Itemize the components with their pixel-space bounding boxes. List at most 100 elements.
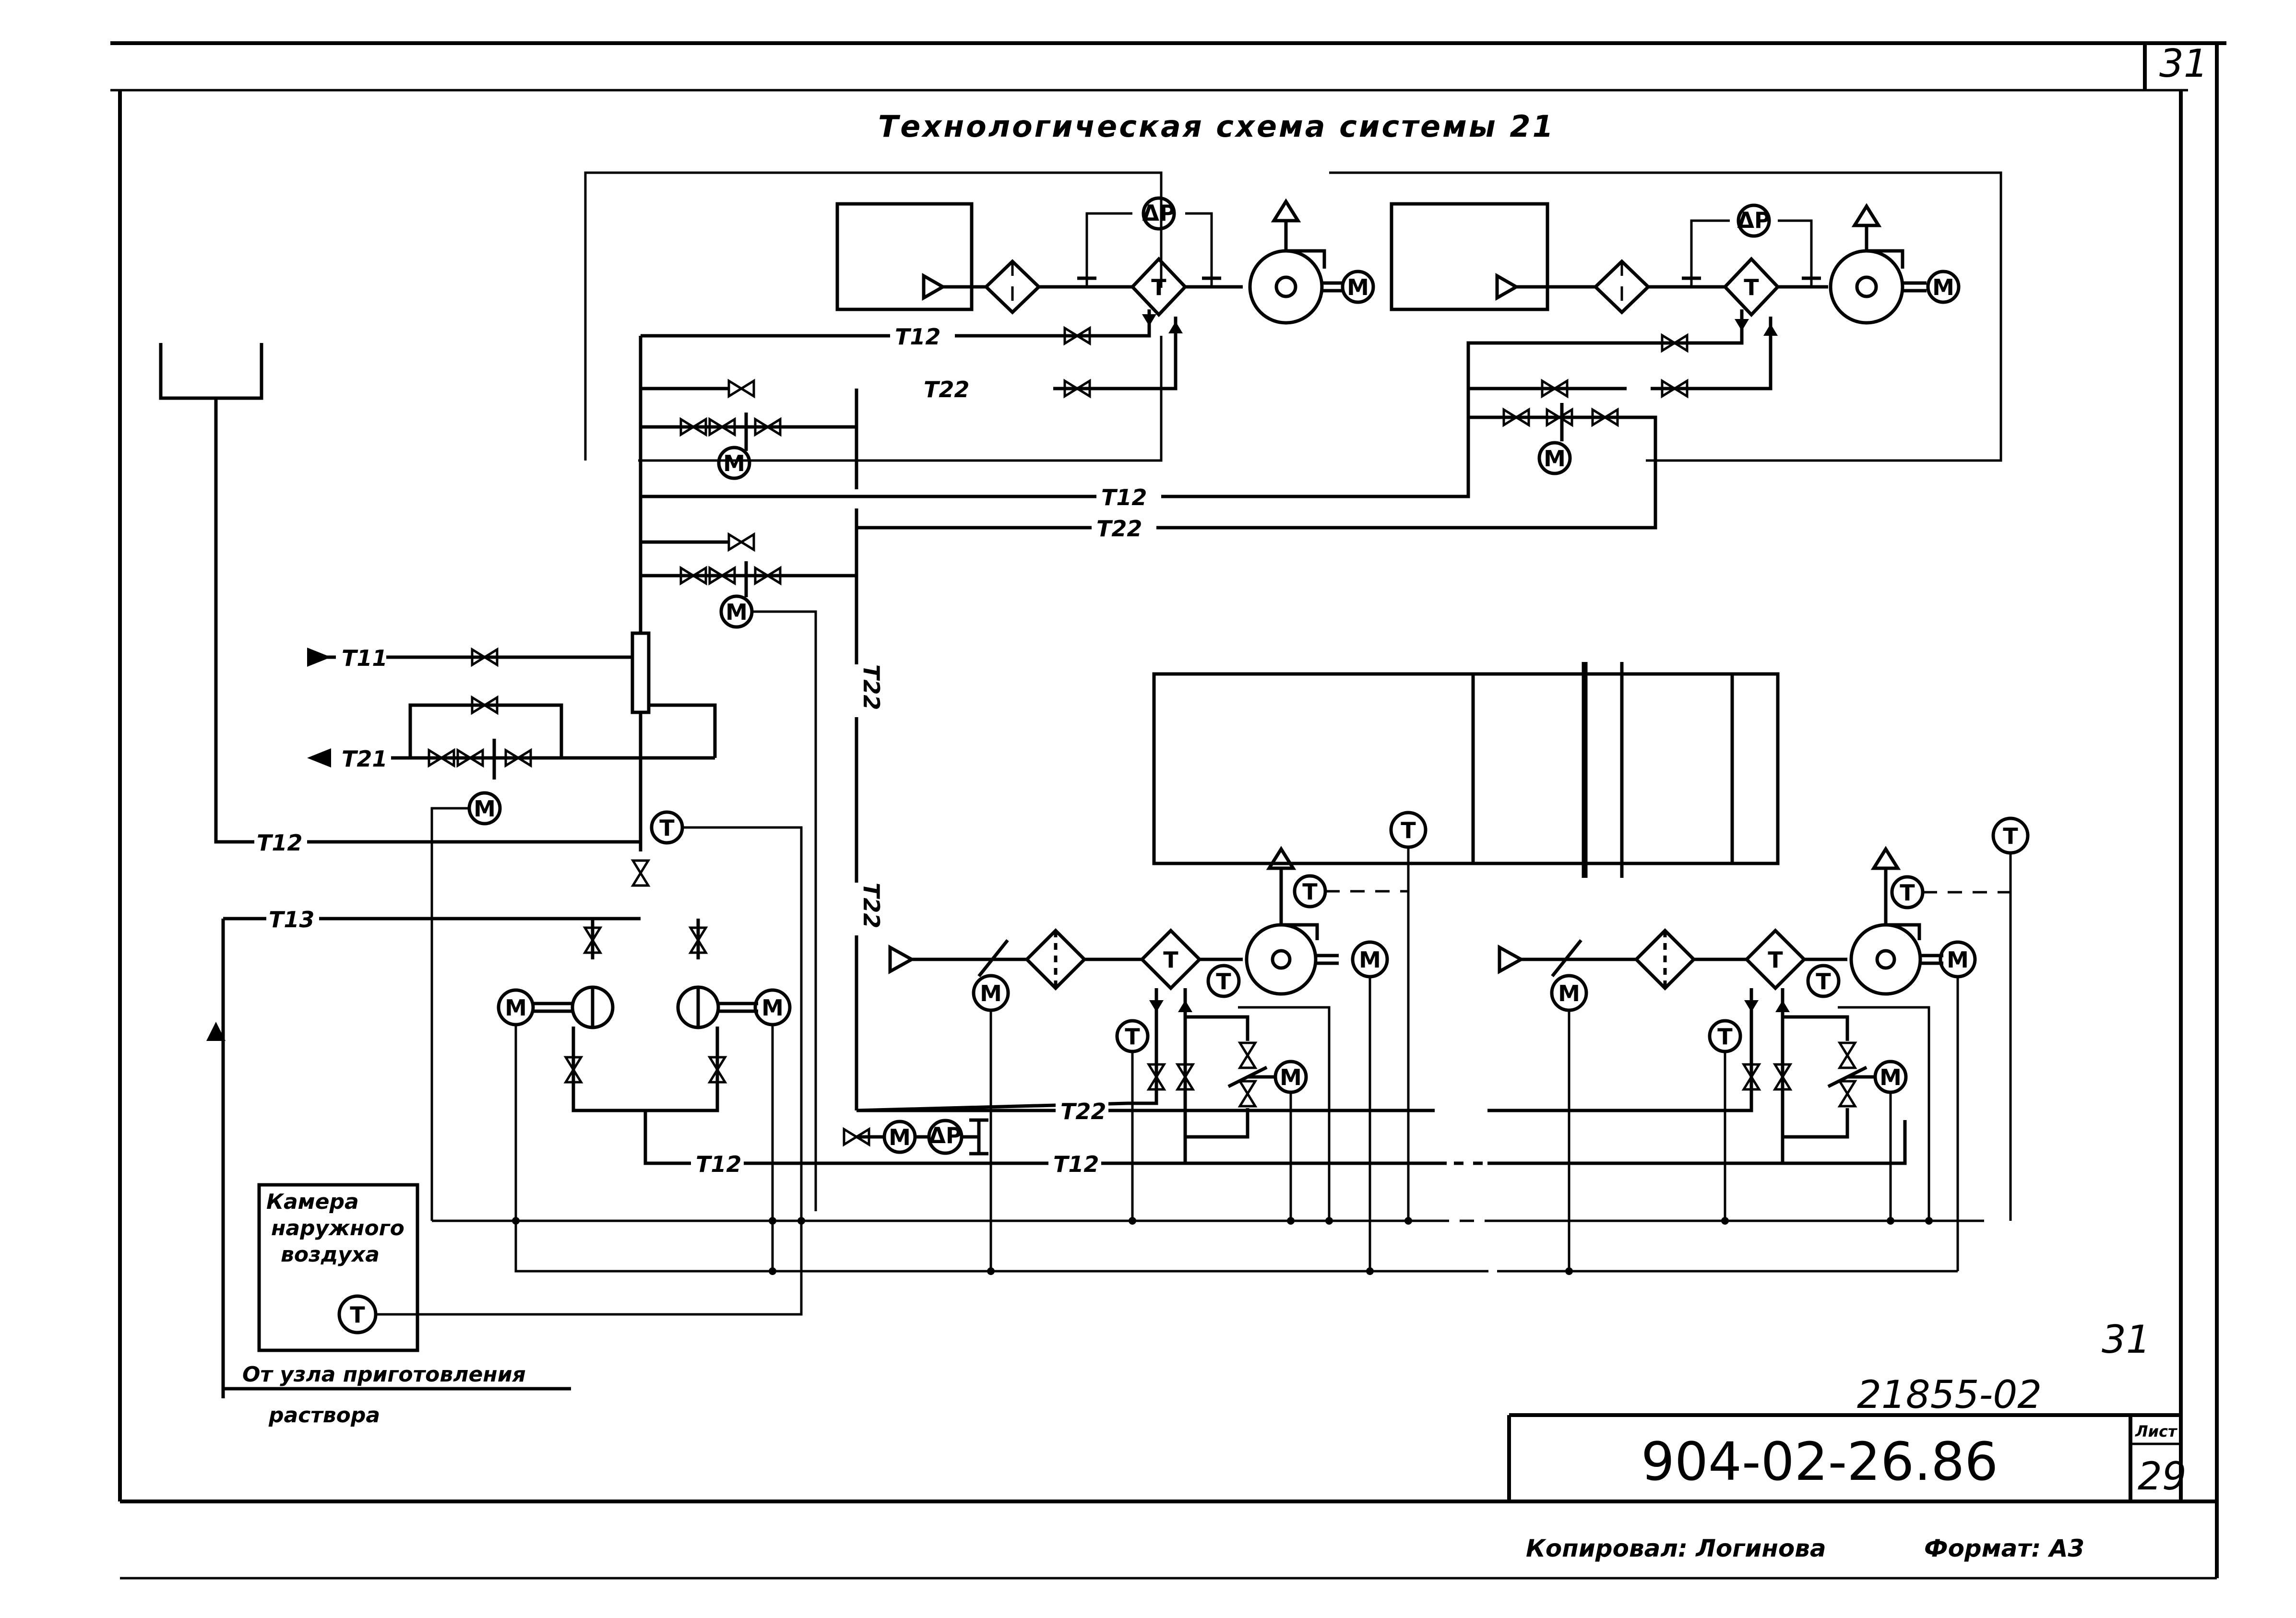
- signal-buses: [432, 1120, 1984, 1273]
- right-pump-motor-label: М: [761, 995, 784, 1021]
- lower-right-room-thermostat-label: Т: [1900, 880, 1915, 906]
- main-risers: [631, 336, 858, 1110]
- lower-right-fan: [1849, 923, 1922, 996]
- upper-right-air-handler: [641, 202, 1961, 530]
- upper-right-dp-label: ΔР: [1737, 207, 1770, 233]
- lower-main-valve-motor-label: М: [889, 1124, 911, 1150]
- bus-junctions: [512, 1217, 1933, 1275]
- outside-air-temp-label: Т: [350, 1302, 365, 1328]
- pipe-label-t12-left: Т12: [257, 830, 302, 856]
- lower-left-room-thermostat-label: Т: [1302, 879, 1318, 905]
- lower-right-heater-thermo-label: Т: [1768, 947, 1783, 973]
- building-zones: [1152, 662, 1780, 878]
- outside-air-chamber: [223, 1183, 803, 1391]
- left-pump: [571, 985, 615, 1029]
- upper-right-fan-motor-label: М: [1932, 274, 1954, 300]
- upper-left-fan-motor-label: М: [1347, 274, 1369, 300]
- middle-mixing-motor-label: М: [726, 599, 748, 625]
- lower-left-supply-sensor-label: Т: [1216, 968, 1231, 994]
- pipe-label-t22-upper: Т22: [924, 377, 969, 402]
- pipe-label-t11: Т11: [342, 645, 387, 671]
- lower-right-heater: [1744, 928, 1807, 991]
- source-label-line-2: раствора: [268, 1403, 380, 1428]
- title-block: [1507, 1413, 2181, 1501]
- pipe-label-t12-upper: Т12: [895, 324, 940, 350]
- pipe-label-t12-middle: Т12: [1101, 484, 1147, 510]
- symbol-letters: Т М ΔР Т М ΔР М М М М Т М М Т Т М Т Т Т …: [350, 200, 2018, 1328]
- camera-label-line-2: наружного: [271, 1216, 404, 1240]
- upper-right-fan: [1829, 249, 1904, 325]
- lower-right-mixing-motor-label: М: [1880, 1064, 1902, 1090]
- upper-left-dp-sensor: [1142, 196, 1176, 231]
- upper-right-mixing-motor-label: М: [1544, 446, 1566, 472]
- sheet-frame: [110, 41, 2226, 1580]
- page-title: Технологическая схема системы 21: [878, 109, 1555, 144]
- lower-left-damper-motor-label: М: [980, 980, 1002, 1006]
- lower-left-supply-sensor: [1206, 964, 1241, 998]
- corner-sheet-number: 31: [2159, 41, 2208, 86]
- right-pump: [676, 985, 720, 1029]
- copied-by: Копировал: Логинова: [1526, 1535, 1826, 1562]
- pipe-labels: Т12 Т22 Т12 Т22 Т11 Т21 Т12 Т13 Т12 Т12 …: [254, 322, 1161, 1177]
- return-temp-label: Т: [659, 815, 675, 841]
- upper-bypass-valves: [681, 328, 1687, 1211]
- lower-left-mixing-motor-label: М: [1280, 1064, 1302, 1090]
- pipe-label-t13: Т13: [269, 907, 314, 933]
- lower-left-fan-motor-label: М: [1359, 947, 1381, 973]
- inventory-number: 21855-02: [1857, 1372, 2042, 1417]
- lower-left-heater: [1140, 928, 1202, 991]
- pipe-label-t22-middle: Т22: [1096, 516, 1142, 542]
- return-mixing-motor-label: М: [474, 796, 496, 822]
- pump-station: [497, 810, 1487, 1273]
- lower-left-heater-thermo-label: Т: [1163, 947, 1178, 973]
- lower-right-damper-motor-label: М: [1558, 980, 1580, 1006]
- lower-main-dp-label: ΔР: [928, 1122, 962, 1148]
- left-pump-motor-label: М: [505, 995, 527, 1021]
- lower-left-fan: [1245, 923, 1318, 996]
- upper-mixing-motor-label: М: [723, 450, 745, 476]
- lower-right-supply-sensor-label: Т: [1816, 968, 1831, 994]
- upper-right-heater: [1723, 256, 1780, 318]
- upper-left-air-handler: [641, 196, 1375, 390]
- pipe-label-t21: Т21: [342, 746, 387, 772]
- upper-left-chamber: [835, 202, 974, 311]
- upper-left-dp-label: ΔР: [1142, 200, 1175, 226]
- mixing-vessel: [631, 631, 651, 714]
- lower-left-air-handler: [856, 811, 1435, 1271]
- source-label-line-1: От узла приготовления: [242, 1362, 526, 1387]
- upper-mixing-valve-motor: [717, 446, 751, 480]
- upper-left-fan-motor: [1341, 270, 1375, 304]
- paper-format: Формат: А3: [1924, 1535, 2084, 1562]
- lower-right-return-sensor-label: Т: [1717, 1024, 1733, 1050]
- upper-left-fan: [1248, 249, 1324, 325]
- lower-right-zone-sensor-label: Т: [2003, 823, 2018, 849]
- camera-label-line-3: воздуха: [281, 1242, 380, 1267]
- lower-right-air-handler: [1289, 816, 2030, 1271]
- lower-left-zone-sensor-label: Т: [1401, 817, 1416, 843]
- upper-right-fan-motor: [1926, 270, 1961, 304]
- pipe-label-t12-lower-right: Т12: [1053, 1151, 1099, 1177]
- pipe-label-t22-vertical-lower: Т22: [858, 883, 884, 928]
- left-connections: [159, 343, 717, 1398]
- upper-right-dp-sensor: [1737, 203, 1771, 238]
- upper-left-heater-thermo-label: Т: [1151, 274, 1166, 300]
- handwritten-sheet-number: 31: [2102, 1317, 2151, 1362]
- upper-left-heater: [1130, 256, 1188, 318]
- lower-right-supply-sensor: [1806, 964, 1841, 998]
- lower-right-filter: [1634, 928, 1696, 991]
- document-designation: 904-02-26.86: [1641, 1431, 1998, 1492]
- upper-right-heater-thermo-label: Т: [1744, 274, 1759, 300]
- lower-left-return-sensor-label: Т: [1125, 1024, 1140, 1050]
- lower-main-supply-valve: [844, 1118, 988, 1156]
- upper-right-mixing-valve-motor: [1537, 441, 1572, 475]
- upper-right-chamber: [1390, 202, 1549, 311]
- sheet-label: Лист: [2135, 1422, 2178, 1441]
- sheet-number: 29: [2138, 1454, 2187, 1499]
- camera-label-line-1: Камера: [266, 1190, 359, 1214]
- pipe-label-t22-lower: Т22: [1060, 1098, 1106, 1124]
- pipe-label-t22-vertical-upper: Т22: [858, 664, 884, 710]
- lower-right-fan-motor-label: М: [1947, 947, 1969, 973]
- pipe-label-t12-lower-left: Т12: [696, 1151, 741, 1177]
